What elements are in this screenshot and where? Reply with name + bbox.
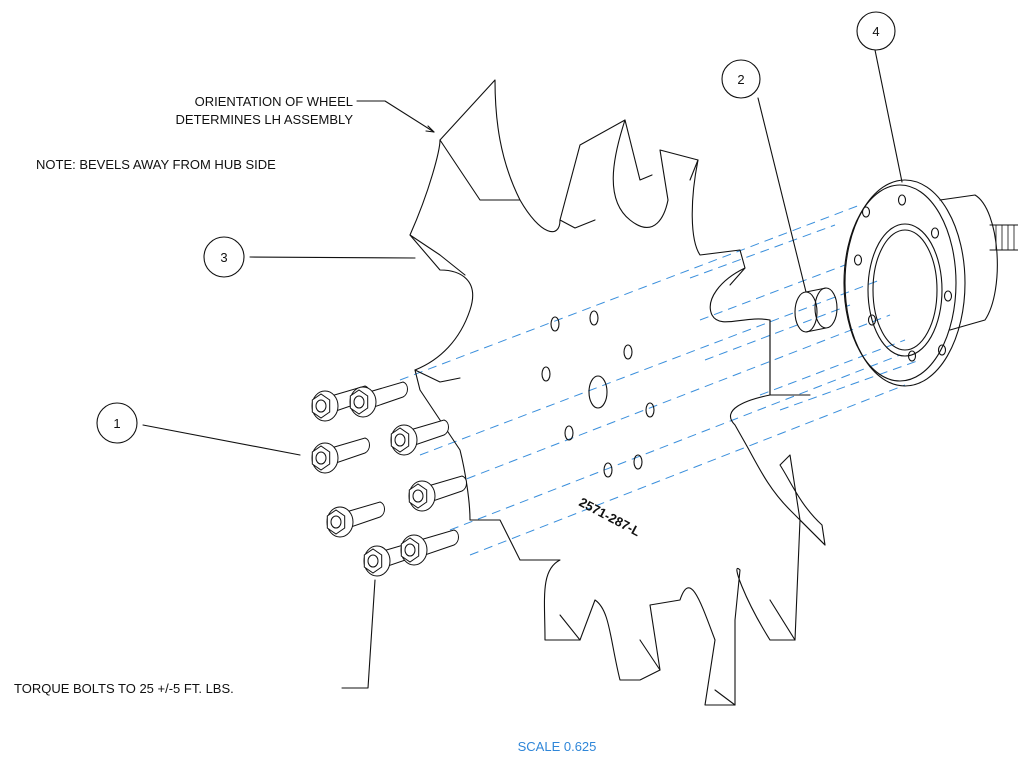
part-number-marking: 2571-287-L	[577, 494, 643, 539]
star-wheel	[409, 79, 826, 706]
flange-bolt	[326, 501, 385, 538]
orientation-note-line2: DETERMINES LH ASSEMBLY	[176, 112, 354, 127]
assembly-dashed-lines	[399, 204, 921, 556]
svg-text:2: 2	[737, 72, 744, 87]
bevels-note: NOTE: BEVELS AWAY FROM HUB SIDE	[36, 157, 276, 172]
flange-bolt	[390, 419, 449, 456]
svg-text:3: 3	[220, 250, 227, 265]
callout-2: 2	[721, 59, 761, 99]
torque-note: TORQUE BOLTS TO 25 +/-5 FT. LBS.	[14, 681, 234, 696]
flange-bolt	[408, 475, 467, 512]
scale-label: SCALE 0.625	[518, 739, 597, 754]
leader-lines	[142, 49, 903, 689]
flange-bolt	[349, 381, 408, 418]
svg-text:4: 4	[872, 24, 879, 39]
callout-3: 3	[203, 236, 245, 278]
svg-text:1: 1	[113, 416, 120, 431]
flange-bolt	[400, 529, 459, 566]
callout-4: 4	[856, 11, 896, 51]
flange-bolt	[311, 437, 370, 474]
orientation-note-line1: ORIENTATION OF WHEEL	[195, 94, 353, 109]
bolt-set	[311, 381, 467, 577]
callout-1: 1	[96, 402, 138, 444]
hub-assembly	[843, 179, 1018, 387]
